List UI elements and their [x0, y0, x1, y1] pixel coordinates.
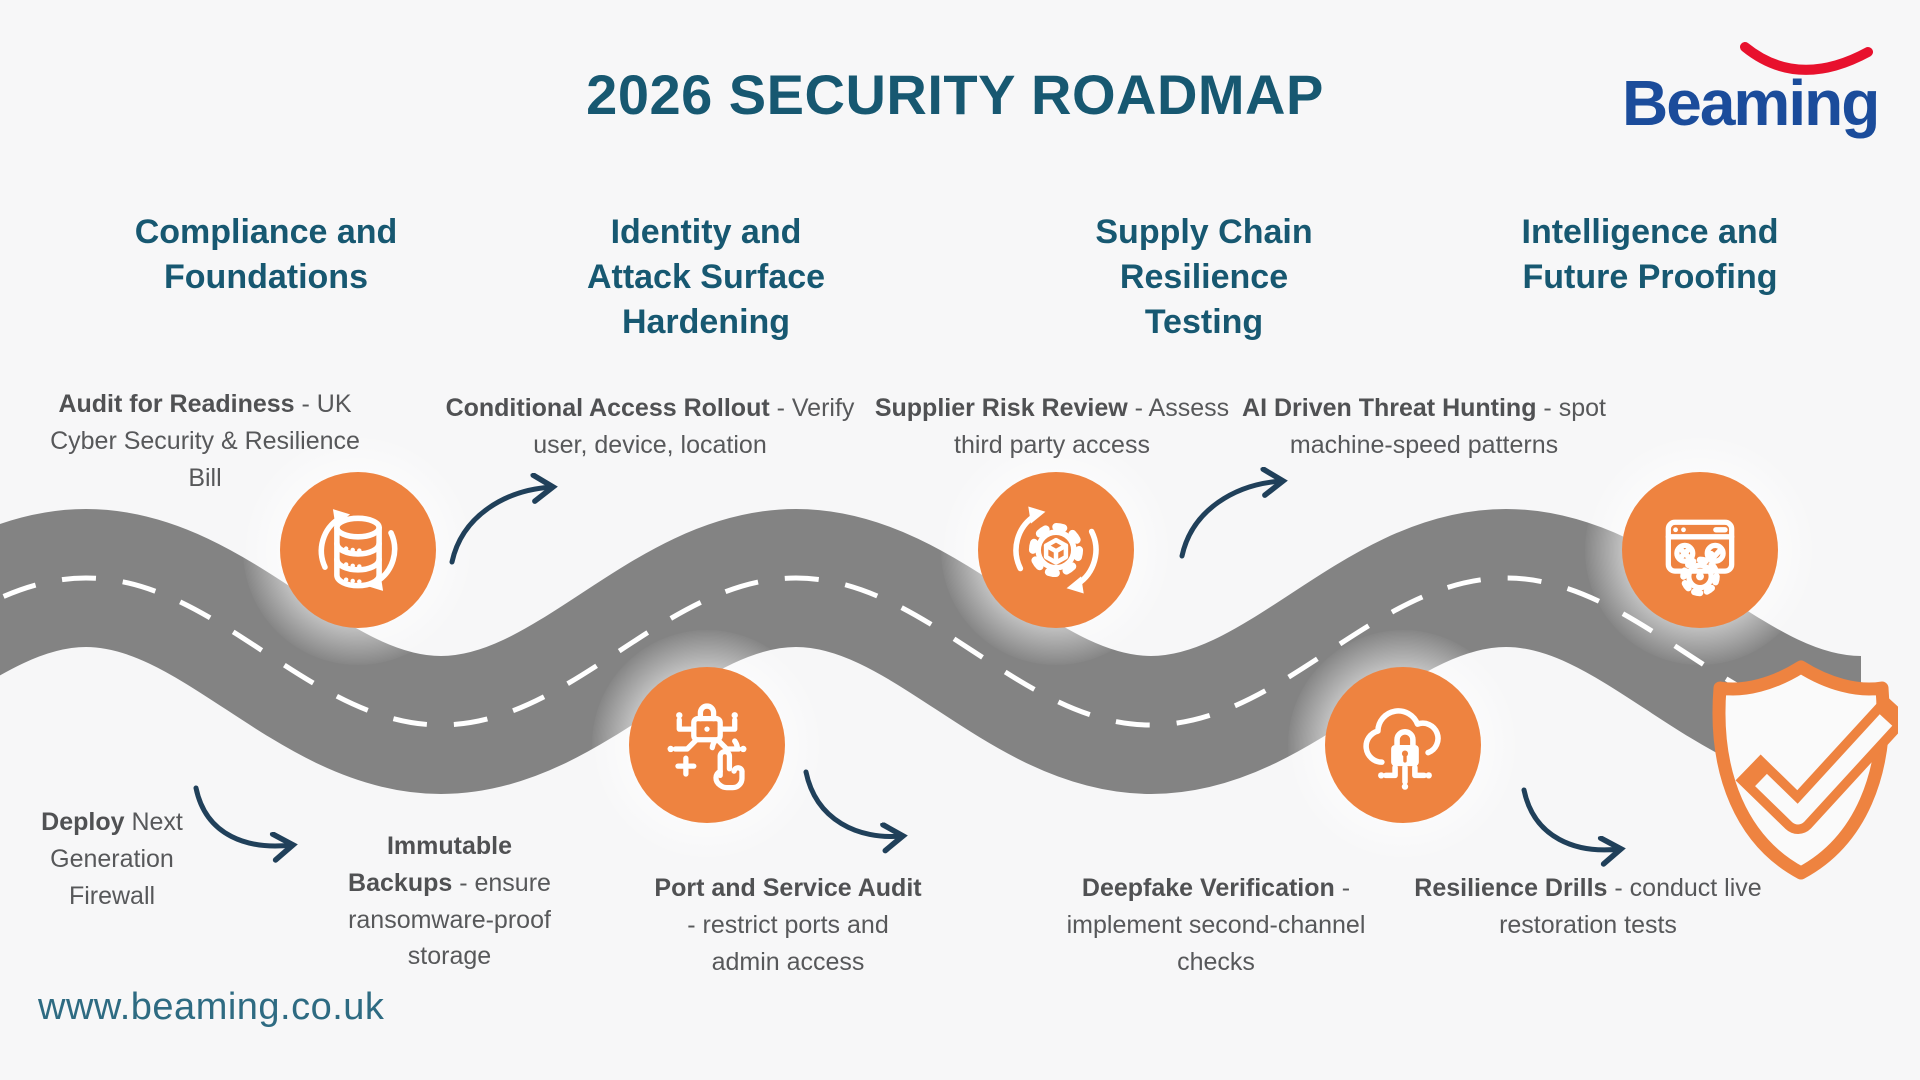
- phase-compliance-foundations: Compliance and Foundations: [134, 213, 398, 296]
- milestone-port-service-audit: Port and Service Audit - restrict ports …: [654, 874, 922, 976]
- milestone-conditional-access: Conditional Access Rollout - Verify user…: [445, 394, 855, 459]
- gear-cube-cycle-icon: [978, 472, 1134, 628]
- shield-check-icon: [1706, 656, 1898, 890]
- arrow-up-icon: [1179, 481, 1282, 559]
- arrow-down-icon: [803, 769, 902, 836]
- database-sync-backup-icon: [280, 472, 436, 628]
- milestone-supplier-risk-review: Supplier Risk Review - Assess third part…: [874, 394, 1230, 459]
- browser-scan-gear-icon: [1622, 472, 1778, 628]
- milestone-ai-threat-hunting: AI Driven Threat Hunting - spot machine-…: [1242, 394, 1606, 459]
- page-title: 2026 SECURITY ROADMAP: [586, 63, 1324, 126]
- cloud-lock-icon: [1325, 667, 1481, 823]
- arrow-down-icon: [1521, 787, 1620, 850]
- arrow-down-icon: [193, 785, 292, 846]
- phase-intelligence-future: Intelligence and Future Proofing: [1521, 213, 1779, 296]
- milestone-deepfake-verification: Deepfake Verification - implement second…: [1066, 874, 1366, 976]
- milestone-deploy-firewall: Deploy Next Generation Firewall: [41, 808, 183, 910]
- phase-identity-hardening: Identity and Attack Surface Hardening: [586, 213, 826, 341]
- road-center-dashes: [0, 575, 1862, 728]
- milestone-immutable-backups: Immutable Backups - ensure ransomware-pr…: [348, 832, 551, 971]
- brand-wordmark: Beaming: [1622, 67, 1880, 139]
- beaming-logo: Beaming: [1622, 42, 1882, 162]
- website-url: www.beaming.co.uk: [38, 986, 385, 1028]
- milestone-resilience-drills: Resilience Drills - conduct live restora…: [1414, 874, 1762, 939]
- milestone-audit-for-readiness: Audit for Readiness - UK Cyber Security …: [50, 390, 360, 492]
- circuit-lock-tap-icon: [629, 667, 785, 823]
- phase-supply-chain: Supply Chain Resilience Testing: [1095, 213, 1313, 341]
- arrow-up-icon: [449, 487, 552, 565]
- red-smile-swoosh-icon: [1740, 42, 1873, 75]
